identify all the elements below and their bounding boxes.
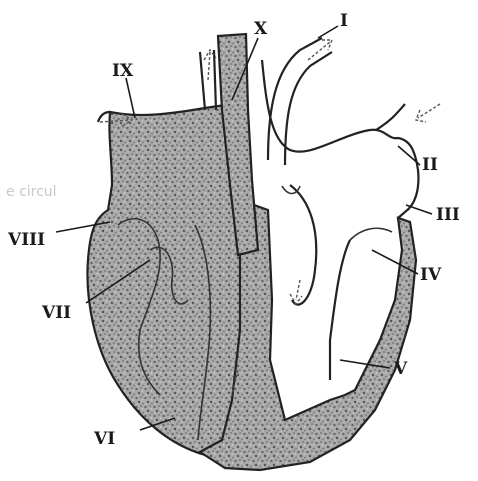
- flow-arrow-4: [416, 104, 440, 122]
- label-V: V: [393, 359, 408, 379]
- label-VIII: VIII: [7, 230, 45, 250]
- leader-I: [318, 26, 338, 38]
- leader-IX: [126, 78, 135, 118]
- bleed-through-text: e circul: [6, 184, 57, 200]
- label-II: II: [422, 155, 438, 175]
- label-VII: VII: [41, 303, 71, 323]
- pulmonary-vein: [376, 104, 405, 130]
- label-III: III: [436, 205, 460, 225]
- leader-III: [406, 205, 432, 214]
- vena-cava-left: [98, 112, 110, 122]
- label-X: X: [254, 19, 268, 39]
- label-IV: IV: [420, 265, 442, 285]
- label-VI: VI: [93, 429, 115, 449]
- leader-II: [398, 146, 420, 165]
- mitral-valve: [350, 228, 392, 240]
- label-I: I: [340, 11, 348, 31]
- label-IX: IX: [112, 61, 134, 81]
